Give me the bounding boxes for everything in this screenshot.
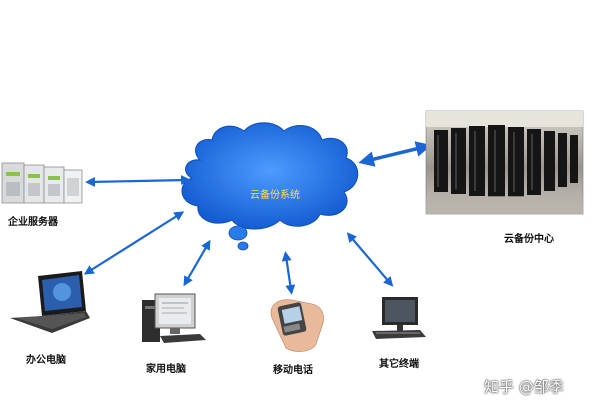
- terminal-icon: [372, 297, 426, 339]
- label-office-pc: 办公电脑: [26, 355, 66, 366]
- arrow-home-cloud: [183, 239, 211, 287]
- label-home-pc: 家用电脑: [146, 364, 186, 375]
- cloud-shape: [181, 122, 359, 251]
- arrow-cloud-center: [358, 141, 432, 167]
- label-backup-center: 云备份中心: [504, 234, 554, 245]
- mobile-phone-icon: [270, 299, 324, 352]
- watermark: 知乎 @邹季: [484, 378, 564, 396]
- arrow-office-cloud: [83, 211, 185, 275]
- cloud-label: 云备份系统: [250, 190, 300, 201]
- arrow-mobile-cloud: [281, 251, 296, 295]
- data-center-image: [425, 110, 584, 215]
- desktop-pc-icon: [142, 293, 206, 343]
- label-enterprise-server: 企业服务器: [8, 217, 58, 228]
- label-other-terminal: 其它终端: [379, 359, 419, 370]
- arrow-server-cloud: [85, 175, 191, 187]
- laptop-icon: [10, 271, 90, 333]
- label-mobile-phone: 移动电话: [273, 365, 313, 376]
- server-rack-icon: [1, 162, 83, 204]
- arrow-terminal-cloud: [346, 232, 394, 287]
- connection-arrows: [83, 141, 432, 295]
